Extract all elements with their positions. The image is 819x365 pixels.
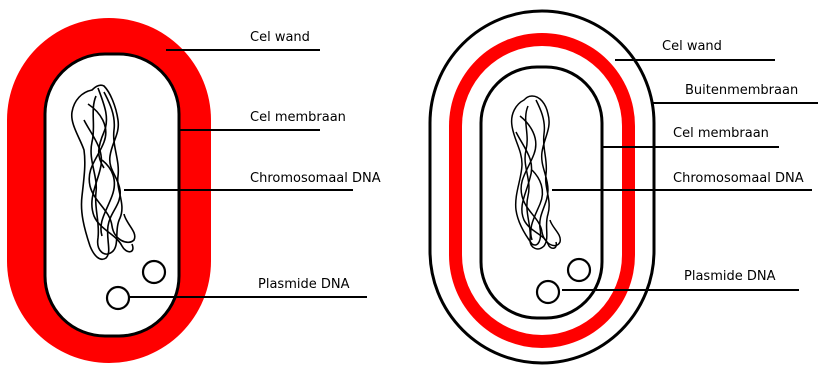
right-cell: Cel wand Buitenmembraan Cel membraan Chr…: [430, 11, 818, 363]
left-label-cell-wall: Cel wand: [250, 30, 310, 45]
right-label-cell-membrane: Cel membraan: [673, 126, 769, 141]
left-plasmid-2: [107, 287, 129, 309]
right-label-chromosomal-dna: Chromosomaal DNA: [673, 171, 804, 186]
right-label-plasmid-dna: Plasmide DNA: [684, 269, 776, 284]
right-label-outer-membrane: Buitenmembraan: [685, 83, 798, 98]
left-plasmid-1: [143, 261, 165, 283]
right-plasmid-2: [537, 281, 559, 303]
left-label-plasmid-dna: Plasmide DNA: [258, 277, 350, 292]
left-label-chromosomal-dna: Chromosomaal DNA: [250, 171, 381, 186]
right-label-cell-wall: Cel wand: [662, 39, 722, 54]
left-cell: Cel wand Cel membraan Chromosomaal DNA P…: [7, 18, 381, 363]
right-plasmid-1: [568, 259, 590, 281]
left-label-cell-membrane: Cel membraan: [250, 110, 346, 125]
